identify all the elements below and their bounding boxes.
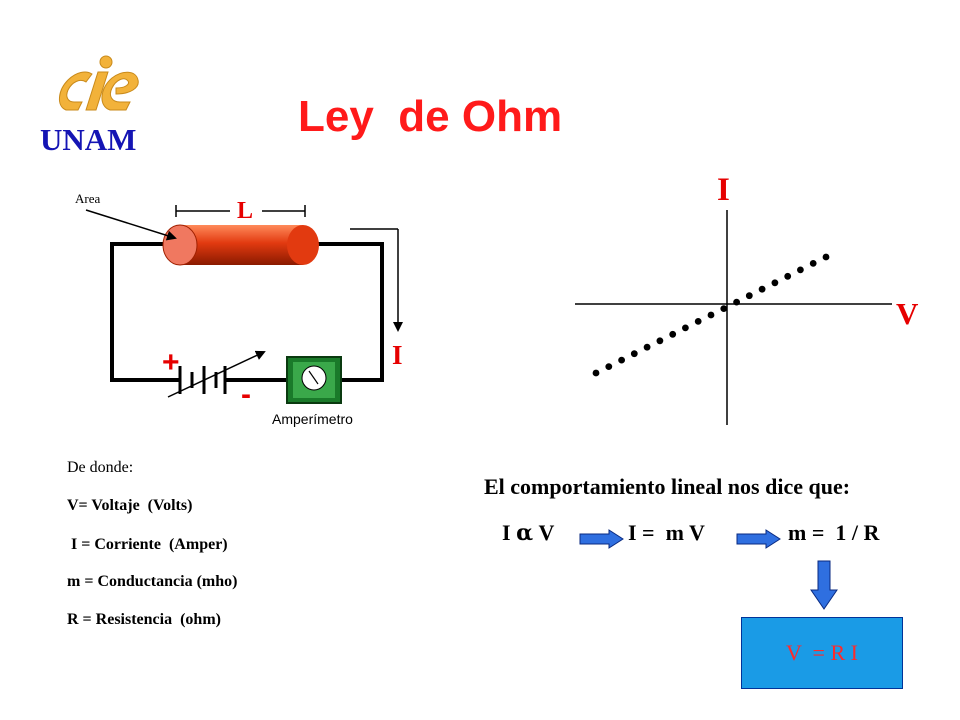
graph-dot <box>809 260 817 267</box>
graph-dot <box>784 272 792 280</box>
area-label: Area <box>75 191 101 206</box>
graph-dot <box>592 369 600 377</box>
page-title: Ley de Ohm <box>298 92 563 141</box>
graph-dot <box>669 330 677 338</box>
graph-dot <box>605 363 613 370</box>
current-arrow <box>350 228 403 332</box>
equations-heading: El comportamiento lineal nos dice que: <box>484 474 851 499</box>
definition-current: I = Corriente (Amper) <box>67 536 228 553</box>
graph-dot <box>682 324 689 332</box>
graph-dot <box>656 337 664 345</box>
length-label: L <box>237 198 254 224</box>
definition-voltage: V= Voltaje (Volts) <box>67 497 193 514</box>
circuit-diagram <box>85 205 403 404</box>
graph-dot <box>694 318 702 325</box>
graph-linear-dots <box>592 253 830 377</box>
battery-minus-label: - <box>241 378 251 411</box>
graph-dot <box>758 285 766 293</box>
graph-dot <box>707 311 715 319</box>
unam-logo-text: UNAM <box>40 122 137 157</box>
graph-x-axis-label: V <box>896 296 919 331</box>
ohm-law-result: V = R I <box>786 640 858 665</box>
result-box <box>741 617 903 689</box>
proportional-relation: I α V <box>502 520 554 546</box>
iv-graph <box>575 210 892 425</box>
conductance-equation: m = 1 / R <box>788 520 880 545</box>
graph-dot <box>720 305 728 312</box>
graph-y-axis-label: I <box>717 172 730 208</box>
variable-source-arrow <box>167 350 266 398</box>
definition-resistance: R = Resistencia (ohm) <box>67 611 221 628</box>
graph-dot <box>745 292 753 300</box>
right-arrow-icon <box>736 529 781 549</box>
circuit-wire <box>318 242 384 382</box>
definition-conductance: m = Conductancia (mho) <box>67 573 238 590</box>
circuit-wire <box>110 242 180 382</box>
linear-equation: I = m V <box>628 520 705 545</box>
graph-dot <box>822 253 830 261</box>
graph-dot <box>618 356 625 364</box>
down-arrow-icon <box>810 560 838 610</box>
circuit-current-label: I <box>392 340 403 370</box>
proportional-symbol: α <box>516 520 533 546</box>
graph-dot <box>797 266 804 274</box>
right-arrow-icon <box>579 529 624 549</box>
proportional-right: V <box>538 520 555 545</box>
unam-logo-icon <box>59 55 139 111</box>
area-pointer <box>85 209 177 241</box>
graph-dot <box>630 350 638 358</box>
definitions-intro: De donde: <box>67 459 134 476</box>
graph-dot <box>733 298 740 306</box>
graph-dot <box>643 343 651 351</box>
proportional-left: I <box>502 520 511 545</box>
ammeter-label: Amperímetro <box>272 411 353 427</box>
graph-dot <box>771 279 779 287</box>
conductor-rod <box>162 224 319 266</box>
battery-plus-label: + <box>162 346 180 379</box>
length-bracket <box>175 205 306 217</box>
ammeter-icon <box>286 356 342 404</box>
